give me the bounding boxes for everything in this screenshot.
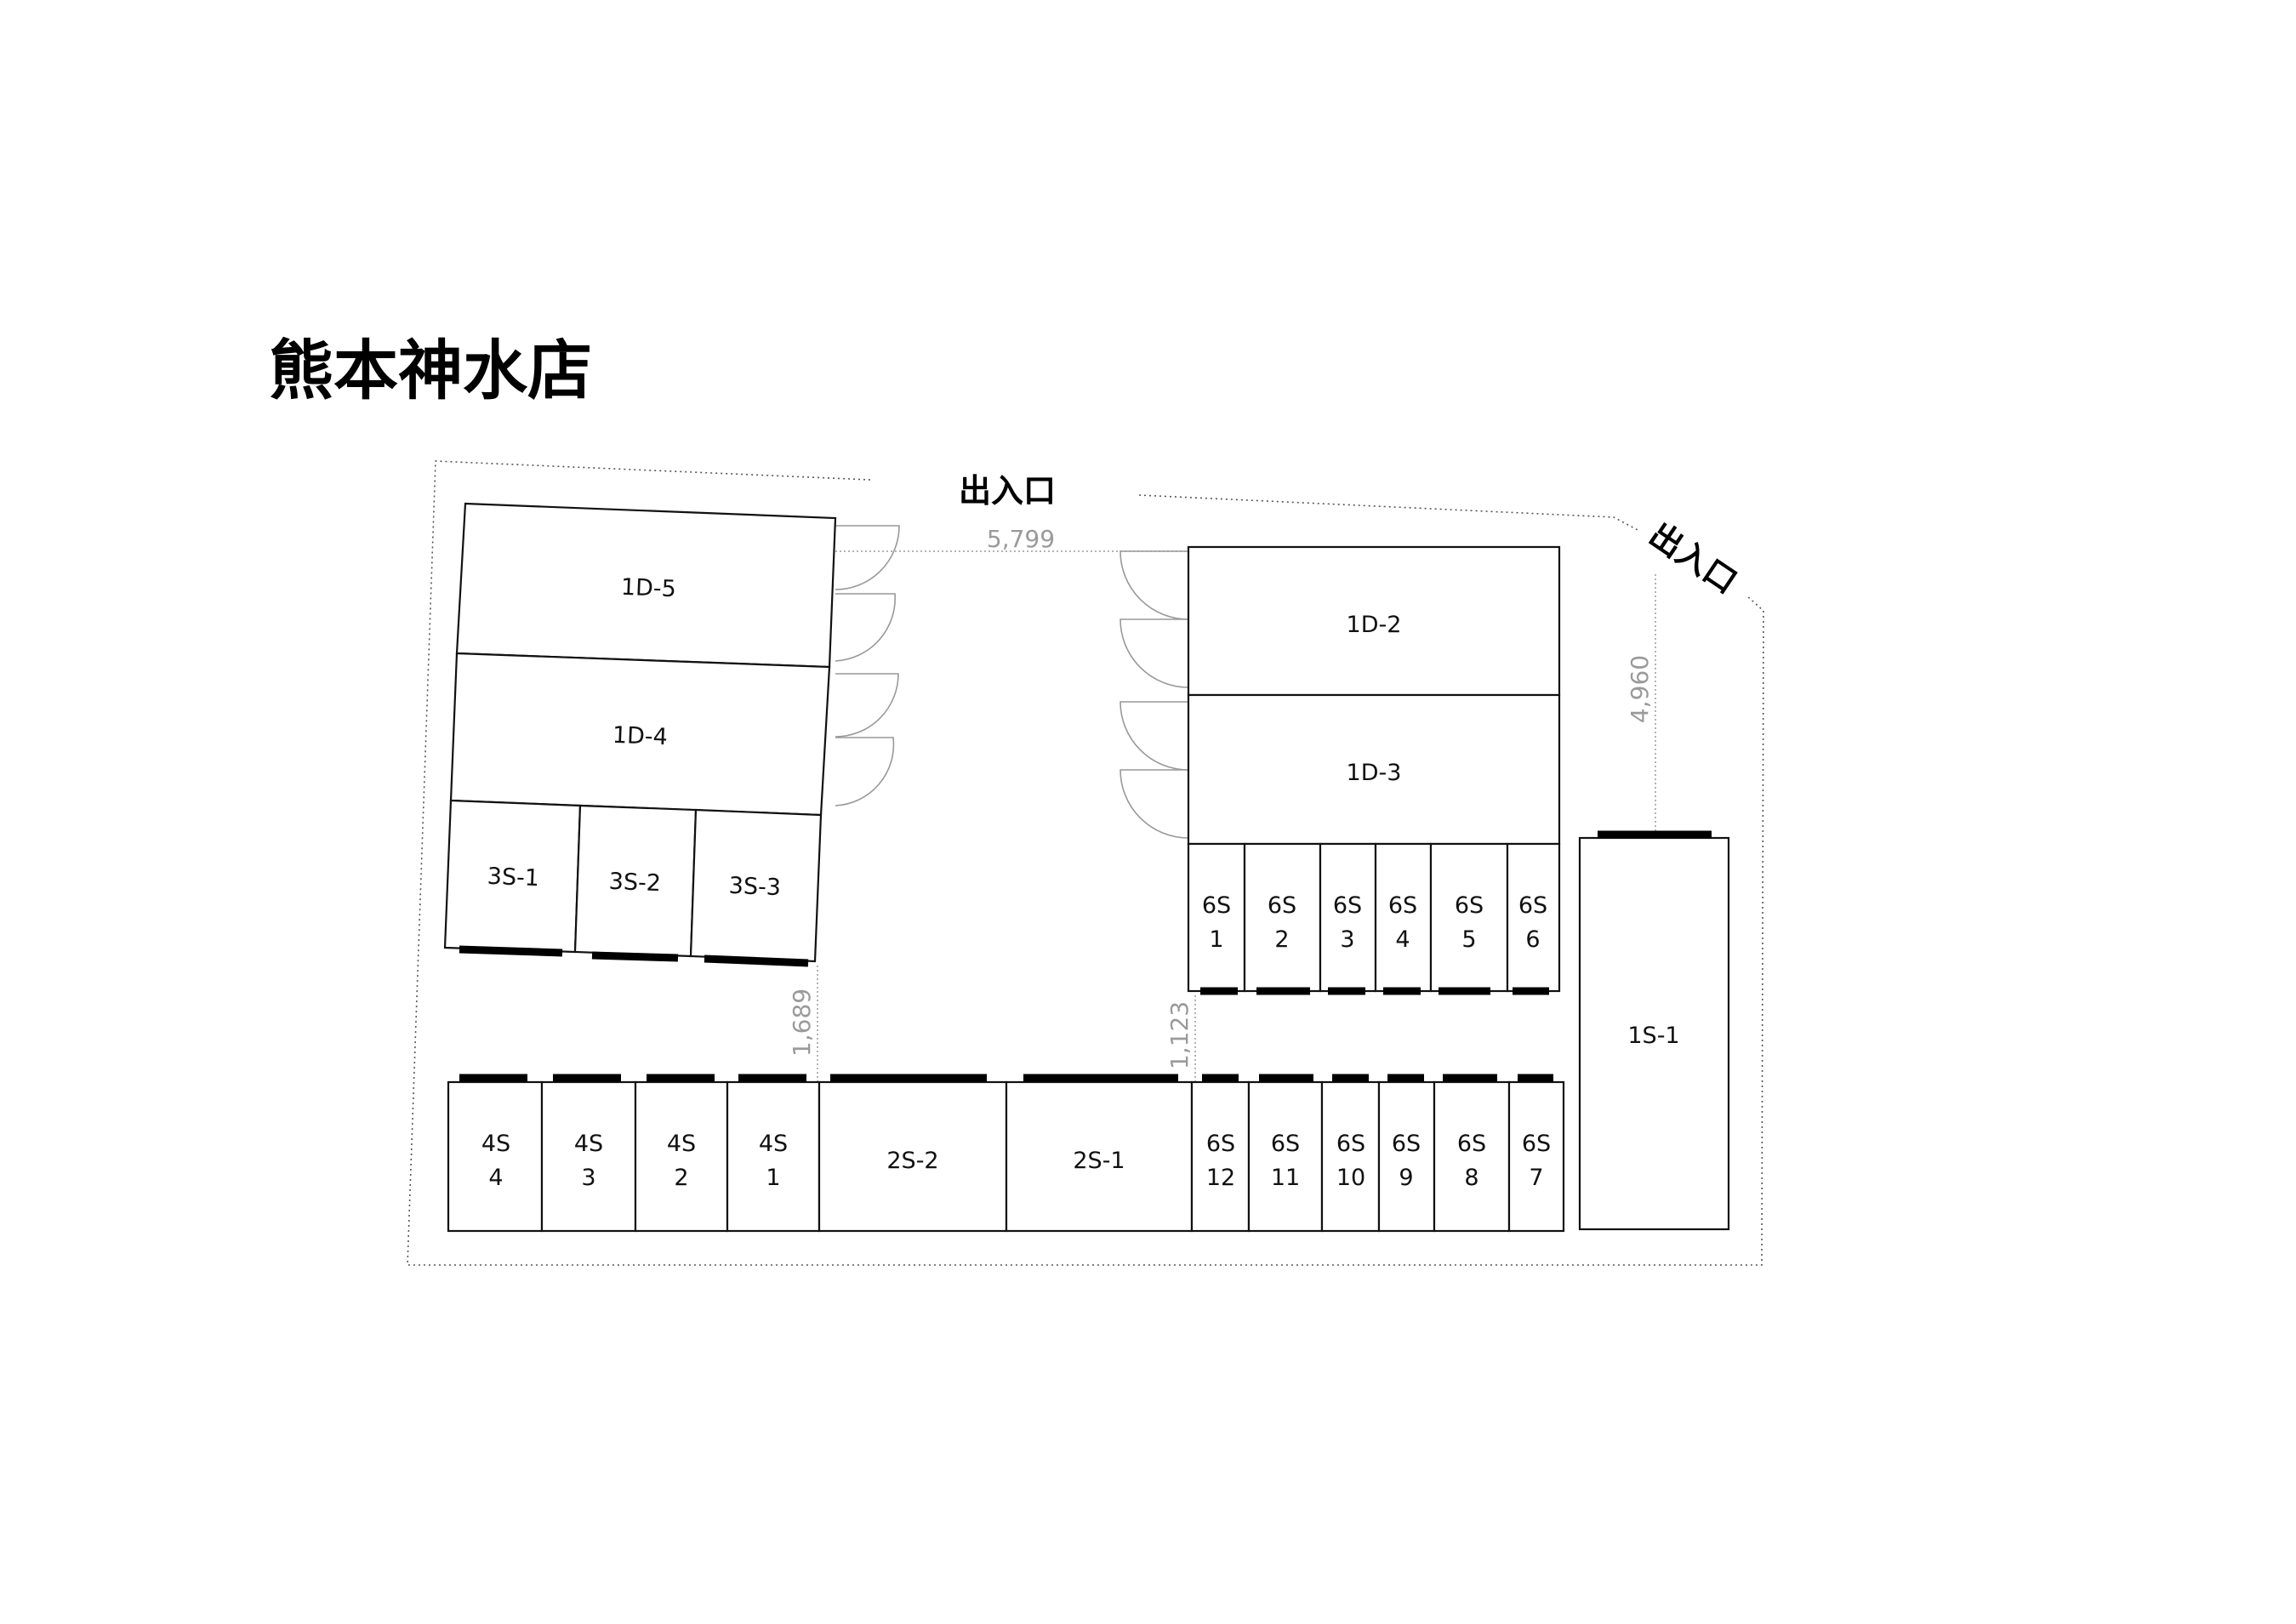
unit-6s-5[interactable] xyxy=(1429,842,1509,993)
label-4s-1-a: 4S xyxy=(759,1131,788,1157)
unit-6s-9[interactable] xyxy=(1377,1080,1436,1233)
label-4s-2-b: 2 xyxy=(674,1165,688,1191)
label-4s-3-a: 4S xyxy=(574,1131,603,1157)
left-unit-block xyxy=(443,502,837,963)
dimension-1123: 1,123 xyxy=(1165,1001,1194,1069)
label-6s-6-b: 6 xyxy=(1525,926,1540,953)
label-6s-1-a: 6S xyxy=(1202,892,1231,919)
unit-6s-12[interactable] xyxy=(1190,1080,1251,1233)
label-6s-3-b: 3 xyxy=(1340,926,1354,953)
label-2s-2: 2S-2 xyxy=(886,1148,938,1174)
entrance-label-top: 出入口 xyxy=(959,472,1056,510)
unit-4s-3[interactable] xyxy=(540,1080,637,1233)
unit-2s-1[interactable] xyxy=(1005,1080,1194,1233)
label-6s-3-a: 6S xyxy=(1333,892,1362,919)
label-3s-1: 3S-1 xyxy=(487,863,539,892)
label-6s-10-a: 6S xyxy=(1336,1131,1365,1157)
label-4s-4-b: 4 xyxy=(488,1165,503,1191)
door-swings-left xyxy=(835,525,900,806)
label-1d-3: 1D-3 xyxy=(1347,760,1402,786)
label-6s-11-a: 6S xyxy=(1271,1131,1300,1157)
label-6s-12-a: 6S xyxy=(1206,1131,1235,1157)
label-6s-2-a: 6S xyxy=(1268,892,1296,919)
unit-3s-3[interactable] xyxy=(689,808,823,963)
label-4s-4-a: 4S xyxy=(481,1131,510,1157)
bottom-unit-row xyxy=(447,1080,1565,1233)
unit-6s-1[interactable] xyxy=(1187,842,1246,993)
right-unit-block xyxy=(1187,545,1561,993)
label-4s-1-b: 1 xyxy=(766,1165,780,1191)
unit-6s-8[interactable] xyxy=(1433,1080,1511,1233)
label-3s-2: 3S-2 xyxy=(608,869,661,897)
labels-bottom-row: 4S 4 4S 3 4S 2 4S 1 2S-2 2S-1 6S 12 6S 1… xyxy=(481,1131,1551,1191)
label-4s-3-b: 3 xyxy=(581,1165,595,1191)
unit-6s-6[interactable] xyxy=(1506,842,1561,993)
label-3s-3: 3S-3 xyxy=(728,873,781,901)
store-title: 熊本神水店 xyxy=(269,333,592,408)
dimension-4960: 4,960 xyxy=(1626,655,1654,723)
label-6s-10-b: 10 xyxy=(1336,1165,1365,1191)
label-2s-1: 2S-1 xyxy=(1073,1148,1125,1174)
door-swings-right xyxy=(1120,550,1189,839)
label-1d-2: 1D-2 xyxy=(1347,612,1402,638)
label-6s-5-b: 5 xyxy=(1461,926,1476,953)
label-6s-11-b: 11 xyxy=(1271,1165,1300,1191)
label-1d-5: 1D-5 xyxy=(620,574,676,603)
label-6s-9-a: 6S xyxy=(1392,1131,1421,1157)
label-6s-7-a: 6S xyxy=(1522,1131,1551,1157)
shutters-left-block xyxy=(459,945,809,967)
unit-6s-10[interactable] xyxy=(1320,1080,1381,1233)
unit-4s-2[interactable] xyxy=(634,1080,729,1233)
unit-4s-4[interactable] xyxy=(447,1080,544,1233)
label-6s-9-b: 9 xyxy=(1399,1165,1413,1191)
label-6s-4-a: 6S xyxy=(1388,892,1417,919)
label-6s-6-a: 6S xyxy=(1518,892,1547,919)
unit-1s-1[interactable] xyxy=(1578,836,1730,1231)
label-6s-1-b: 1 xyxy=(1209,926,1223,953)
entrance-label-right: 出入口 xyxy=(1643,516,1744,601)
label-4s-2-a: 4S xyxy=(667,1131,696,1157)
site-boundary xyxy=(407,460,1764,1266)
unit-1d-2[interactable] xyxy=(1187,545,1561,697)
unit-6s-7[interactable] xyxy=(1507,1080,1565,1233)
label-1d-4: 1D-4 xyxy=(612,722,668,751)
label-1s-1: 1S-1 xyxy=(1627,1023,1679,1049)
label-6s-12-b: 12 xyxy=(1206,1165,1235,1191)
label-6s-4-b: 4 xyxy=(1395,926,1410,953)
labels-6s-top: 6S 1 6S 2 6S 3 6S 4 6S 5 6S 6 xyxy=(1202,892,1547,953)
label-6s-8-b: 8 xyxy=(1464,1165,1478,1191)
dimension-1689: 1,689 xyxy=(788,989,816,1057)
dimension-5799: 5,799 xyxy=(987,525,1055,553)
label-6s-2-b: 2 xyxy=(1274,926,1289,953)
label-6s-8-a: 6S xyxy=(1457,1131,1486,1157)
label-6s-5-a: 6S xyxy=(1455,892,1484,919)
unit-1d-3[interactable] xyxy=(1187,693,1561,846)
unit-2s-2[interactable] xyxy=(818,1080,1008,1233)
unit-6s-11[interactable] xyxy=(1247,1080,1324,1233)
label-6s-7-b: 7 xyxy=(1529,1165,1543,1191)
